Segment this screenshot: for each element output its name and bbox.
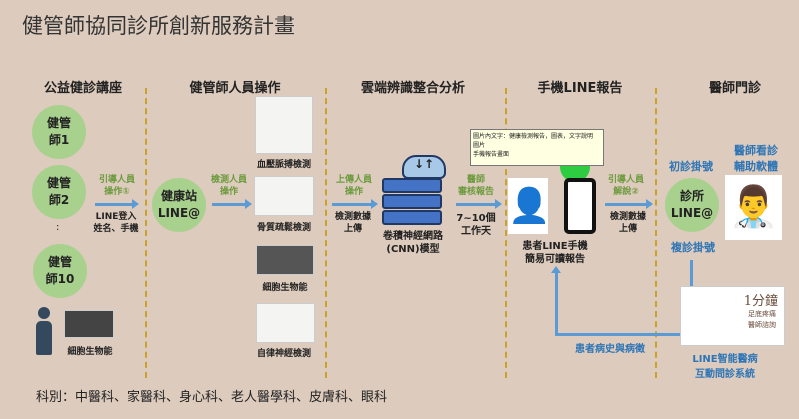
server-icon <box>382 178 442 226</box>
flow-arrow <box>605 199 653 209</box>
arrow-label: 檢測數據 上傳 <box>609 212 646 234</box>
arrow-label: LINE登入 姓名、手機 <box>93 212 139 234</box>
arrow-label: 檢測人員 操作 <box>210 175 247 197</box>
divider <box>325 88 327 378</box>
arrow-label: 上傳人員 操作 <box>335 175 372 197</box>
flow-arrow <box>212 199 252 209</box>
cnn-model-label: 卷積神經網路 (CNN)模型 <box>383 231 443 255</box>
doctor-icon: 👨‍⚕️ <box>725 175 782 240</box>
section-header-operation: 健管師人員操作 <box>189 81 281 96</box>
doctor-software-label: 醫師看診 輔助軟體 <box>734 144 778 173</box>
device-label: 細胞生物能 <box>67 347 113 357</box>
history-label: 患者病史與病徵 <box>575 344 645 355</box>
bioenergy-device-image <box>64 310 114 338</box>
health-manager-1: 健管 師1 <box>32 105 86 159</box>
bone-density-device-image <box>254 176 314 216</box>
book-subtitle: 足底疼痛 醫師諮詢 <box>748 310 776 329</box>
return-arrow <box>690 260 693 286</box>
system-book-image: 1分鐘 足底疼痛 醫師諮詢 <box>680 286 785 346</box>
divider <box>505 88 507 378</box>
arrow-label: 7~10個 工作天 <box>456 213 496 237</box>
cloud-icon: ↓↑ <box>402 155 446 179</box>
device-label: 自律神經檢測 <box>256 349 311 359</box>
health-station-line: 健康站 LINE@ <box>152 178 206 232</box>
clinic-line: 診所 LINE@ <box>665 178 719 232</box>
ellipsis: : <box>56 222 60 233</box>
section-header-cloud: 雲端辨識整合分析 <box>360 81 465 96</box>
autonomic-nerve-device-image <box>256 303 315 343</box>
arrow-label: 引導人員 解說② <box>607 175 644 197</box>
flow-arrow <box>95 199 139 209</box>
arrow-label: 醫師 審核報告 <box>457 175 494 197</box>
first-visit-label: 初診掛號 <box>669 160 713 173</box>
tooltip-line: 圖片 <box>473 142 486 149</box>
system-label: LINE智能醫病 互動問診系統 <box>692 354 758 380</box>
person-icon <box>36 307 52 355</box>
device-label: 骨質疏鬆檢測 <box>256 223 311 233</box>
book-title: 1分鐘 <box>743 294 778 309</box>
section-header-clinic: 醫師門診 <box>708 81 761 96</box>
tooltip-line: 圖片內文字：健康檢測報告，圖表，文字說明 <box>473 133 594 140</box>
page-title: 健管師協同診所創新服務計畫 <box>22 14 295 38</box>
health-manager-10: 健管 師10 <box>33 244 87 298</box>
flow-arrow <box>456 199 502 209</box>
arrow-label: 檢測數據 上傳 <box>334 212 371 234</box>
patient-icon: 👤 <box>508 178 550 234</box>
departments-footer: 科別：中醫科、家醫科、身心科、老人醫學科、皮膚科、眼科 <box>36 390 388 405</box>
history-arrow-head <box>551 266 561 273</box>
health-manager-2: 健管 師2 <box>32 165 86 219</box>
section-header-line-report: 手機LINE報告 <box>537 81 623 96</box>
return-visit-label: 複診掛號 <box>671 241 715 254</box>
device-label: 細胞生物能 <box>262 283 308 293</box>
history-arrow-line <box>555 333 681 336</box>
divider <box>655 88 657 378</box>
tooltip-line: 手機報告畫面 <box>473 151 510 158</box>
flow-arrow <box>332 199 378 209</box>
section-header-lecture: 公益健診講座 <box>43 81 122 96</box>
tooltip: 圖片內文字：健康檢測報告，圖表，文字說明 圖片 手機報告畫面 <box>470 129 604 166</box>
blood-pressure-device-image <box>255 96 313 154</box>
arrow-label: 引導人員 操作① <box>98 175 135 197</box>
bioenergy-device-image <box>256 245 314 275</box>
report-label: 患者LINE手機 簡易可讀報告 <box>522 241 588 265</box>
phone-report-icon <box>564 178 596 234</box>
device-label: 血壓脈搏檢測 <box>256 160 311 170</box>
divider <box>145 88 147 378</box>
history-arrow-line <box>555 272 558 336</box>
